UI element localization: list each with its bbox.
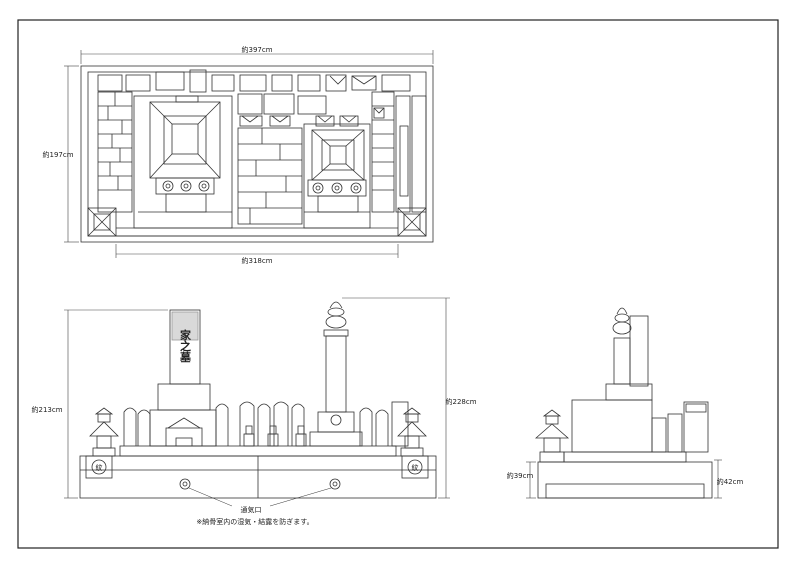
vent-right-inner — [332, 481, 338, 487]
front-dimensions — [64, 297, 450, 499]
front-left-height-dim: 約213cm — [31, 405, 62, 414]
crest-left-circle — [91, 459, 107, 475]
side-pillar-cap — [612, 321, 632, 335]
front-plaques — [123, 401, 409, 447]
plan-corner-left — [87, 207, 117, 237]
plan-width-dim: 約397cm — [241, 45, 272, 54]
vent-left — [179, 478, 191, 490]
side-pillar-cap-2 — [614, 313, 630, 323]
sheet-border — [17, 19, 779, 549]
side-lantern — [534, 409, 570, 463]
side-plaque-3-top — [685, 403, 707, 413]
vent-right — [329, 478, 341, 490]
crest-right-circle — [407, 459, 423, 475]
side-pillar-back — [629, 315, 649, 387]
front-small-figures — [243, 425, 307, 447]
side-second-tier — [563, 451, 687, 463]
vent-label: 通気口 — [241, 505, 262, 514]
front-second-tier — [119, 445, 397, 457]
plan-inner-outline — [87, 71, 427, 237]
crest-right: 紋 — [412, 463, 419, 472]
plan-brick-wall-right — [371, 91, 427, 213]
plan-height-dim: 約197cm — [42, 150, 73, 159]
side-left-height-dim: 約39cm — [507, 471, 534, 480]
plan-middle-section — [237, 93, 327, 225]
vent-left-inner — [182, 481, 188, 487]
crest-left: 紋 — [96, 463, 103, 472]
side-base — [537, 461, 713, 499]
plan-outline — [80, 65, 434, 243]
vent-leader-right — [269, 487, 332, 507]
plan-right-tomb — [303, 115, 371, 229]
plan-corner-right — [397, 207, 427, 237]
plan-inner-width-dim: 約318cm — [241, 256, 272, 265]
plan-top-slabs — [97, 69, 411, 93]
side-pillar-top — [616, 307, 628, 315]
side-plaque-3 — [683, 401, 709, 453]
side-right-height-dim: 約42cm — [717, 477, 744, 486]
plan-brick-wall-left — [97, 91, 133, 213]
vent-note: ※納骨室内の湿気・結露を防ぎます。 — [196, 517, 313, 526]
tombstone-text: 家之墓 — [179, 328, 193, 362]
front-lantern-left — [89, 407, 119, 457]
front-right-height-dim: 約228cm — [445, 397, 476, 406]
front-elevation: 紋 紋 通気口 ※納骨室内の湿気・結露を防ぎます。 — [31, 297, 477, 526]
side-pillar — [613, 337, 631, 385]
front-right-monument — [309, 301, 363, 447]
front-lantern-right — [397, 407, 427, 457]
plan-view: 約397cm 約197cm 約318cm — [42, 45, 434, 265]
side-plaque-1 — [651, 417, 667, 453]
side-dimensions — [526, 459, 722, 499]
plan-dimensions — [64, 50, 434, 258]
vent-leader-left — [188, 487, 233, 507]
side-main-block — [571, 399, 653, 453]
side-plaque-2 — [667, 413, 683, 453]
side-elevation: 約39cm 約42cm — [507, 307, 744, 499]
front-left-tomb — [149, 309, 217, 447]
plan-left-tomb — [133, 95, 233, 229]
side-base-inner — [545, 483, 705, 499]
tombstone-crest-area — [171, 311, 199, 341]
